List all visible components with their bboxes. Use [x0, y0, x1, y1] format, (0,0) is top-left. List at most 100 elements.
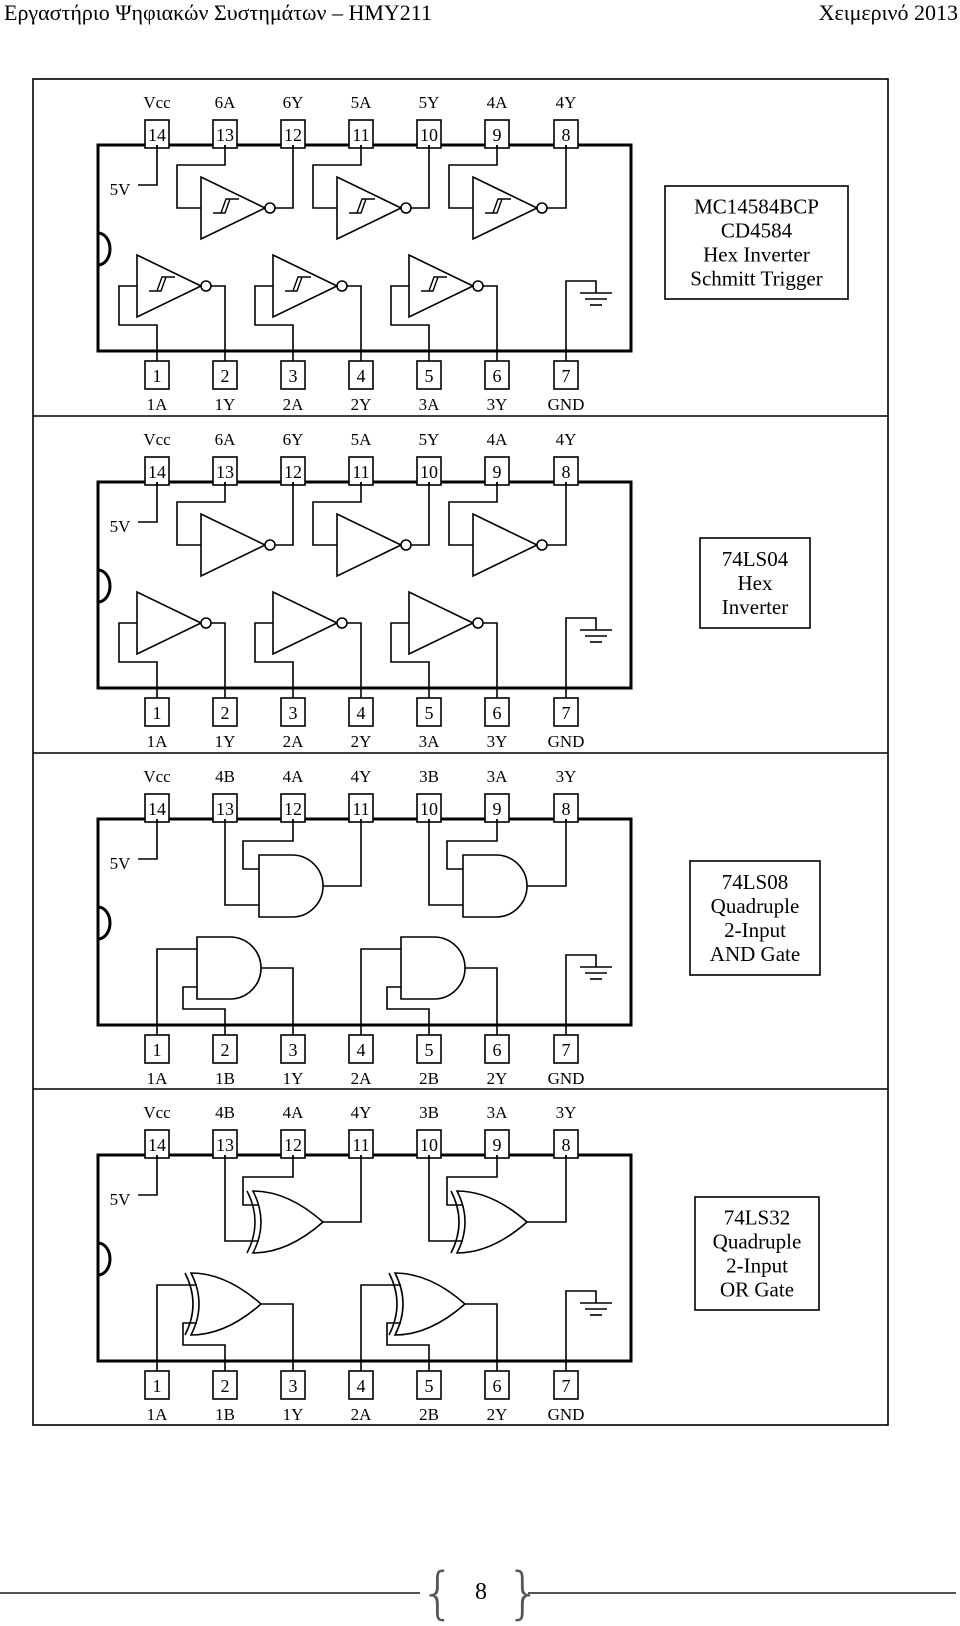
gnd-wire [565, 280, 597, 351]
hysteresis-symbol [285, 276, 311, 292]
pin-name: 1Y [283, 1069, 304, 1088]
gate-input-wire [182, 986, 226, 1025]
inverter-bubble [472, 617, 484, 629]
pin-box [484, 360, 510, 390]
inverter-bubble [336, 617, 348, 629]
inverter-gate-body [408, 253, 475, 319]
gate-output-wire [347, 622, 362, 688]
pin-number: 2 [221, 366, 230, 386]
gnd-wire [565, 954, 597, 1025]
pin-number: 3 [289, 366, 298, 386]
pin-number: 4 [357, 366, 366, 386]
pin-number: 9 [493, 462, 502, 482]
hysteresis-symbol [149, 276, 175, 292]
hysteresis-symbol [349, 198, 375, 214]
chip-title-line: Hex [738, 571, 773, 595]
gate-input-wire [386, 986, 430, 1025]
pin-name: 4Y [351, 767, 372, 786]
pin-name: 3Y [487, 395, 508, 414]
gate-output-wire [547, 482, 567, 546]
gate-input-wire [386, 1322, 430, 1361]
gate-input-wire [360, 1284, 401, 1361]
pin-name: 1A [147, 395, 169, 414]
gate-output-wire [261, 1303, 294, 1361]
vcc-wire [138, 145, 158, 186]
chip-section-inverter: 14Vcc11A136A21Y126Y32A115A42Y105Y53A94A6… [96, 430, 811, 751]
inverter-gate-body [272, 590, 339, 656]
pin-name: 3A [487, 767, 509, 786]
chip-notch [97, 1241, 112, 1277]
pin-number: 12 [284, 799, 302, 819]
pin-box [280, 119, 306, 149]
chip-notch [97, 905, 112, 941]
gate-output-wire [275, 482, 294, 546]
gate-input-wire [182, 1322, 226, 1361]
gate-input-wire [176, 482, 226, 546]
gate-output-wire [211, 285, 226, 351]
pin-box [280, 1370, 306, 1400]
vcc-label: 5V [110, 854, 132, 873]
pin-name: 1A [147, 1405, 169, 1424]
gate-input-wire [254, 622, 294, 688]
pin-name: 2A [351, 1069, 373, 1088]
or-gate-body [251, 1190, 325, 1254]
pin-name: 6Y [283, 93, 304, 112]
chip-body [96, 817, 633, 1027]
pin-name: 4A [283, 767, 305, 786]
pin-number: 1 [153, 1376, 162, 1396]
pin-name: Vcc [143, 430, 171, 449]
chip-title-box [664, 185, 849, 300]
pin-box [484, 1129, 510, 1159]
pin-name: 1Y [215, 732, 236, 751]
chip-body [96, 1153, 633, 1363]
pin-number: 10 [420, 1135, 438, 1155]
pin-name: 2B [419, 1069, 439, 1088]
gate-output-wire [347, 285, 362, 351]
gate-output-wire [465, 967, 498, 1025]
header-course-title: Εργαστήριο Ψηφιακών Συστημάτων – ΗΜΥ211 [4, 0, 432, 25]
header-semester: Χειμερινό 2013 [818, 0, 958, 25]
hysteresis-symbol [421, 276, 447, 292]
gate-input-wire [156, 948, 197, 1025]
pin-number: 9 [493, 799, 502, 819]
and-gate-body [196, 936, 262, 1000]
gate-input-wire [360, 948, 401, 1025]
pin-box [348, 360, 374, 390]
pin-name: 4A [487, 93, 509, 112]
pin-name: Vcc [143, 93, 171, 112]
pin-name: 6Y [283, 430, 304, 449]
inverter-bubble [200, 280, 212, 292]
chip-title-line: 74LS08 [722, 870, 789, 894]
gate-input-wire [224, 819, 259, 906]
pin-box [212, 697, 238, 727]
pin-number: 13 [216, 799, 234, 819]
gate-output-wire [483, 285, 498, 351]
gate-output-wire [275, 145, 294, 209]
pin-name: 5A [351, 430, 373, 449]
page-number: 8 [475, 1579, 487, 1605]
inverter-bubble [472, 280, 484, 292]
pin-name: GND [548, 1069, 585, 1088]
pin-name: 3Y [556, 1103, 577, 1122]
pin-name: 2Y [351, 395, 372, 414]
pin-number: 2 [221, 1376, 230, 1396]
inverter-bubble [400, 539, 412, 551]
pin-box [553, 1034, 579, 1064]
pin-number: 13 [216, 125, 234, 145]
and-gate-body [400, 936, 466, 1000]
pin-box [348, 1034, 374, 1064]
pin-name: 3A [419, 732, 441, 751]
pin-box [553, 1370, 579, 1400]
chip-body [96, 143, 633, 353]
pin-number: 13 [216, 1135, 234, 1155]
footer-rule-left [0, 1592, 420, 1594]
inverter-bubble [264, 539, 276, 551]
gate-output-wire [465, 1303, 498, 1361]
or-gate-back-curve [450, 1190, 460, 1254]
pin-number: 7 [562, 703, 571, 723]
chip-title-line: Quadruple [713, 1230, 802, 1254]
pin-number: 12 [284, 462, 302, 482]
gate-input-wire [390, 285, 430, 351]
hysteresis-symbol [485, 198, 511, 214]
